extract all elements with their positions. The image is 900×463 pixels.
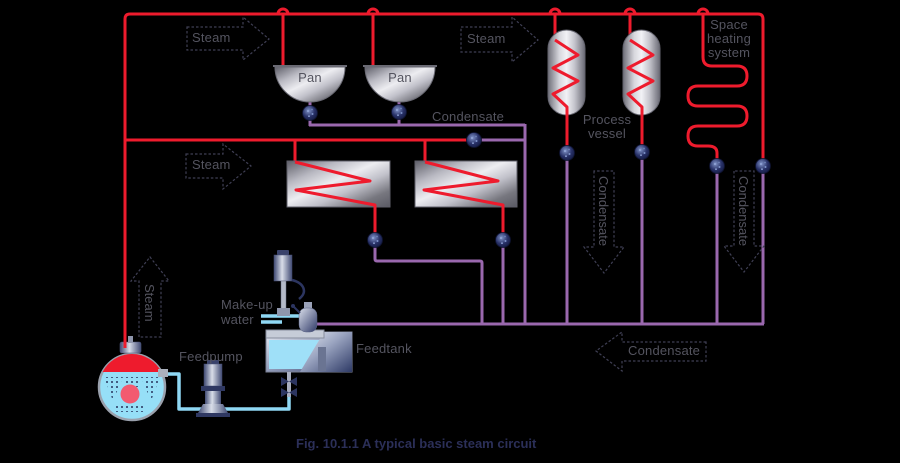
pv1-coil (551, 38, 580, 146)
steam-arrow-top (186, 15, 270, 62)
hx2-coil (422, 160, 505, 233)
label-condensate-pans: Condensate (432, 109, 505, 124)
label-feedtank: Feedtank (356, 341, 412, 356)
steam-trap-pv-2 (634, 144, 650, 160)
boiler-feed-inlet (158, 369, 168, 377)
feedtank (265, 329, 353, 397)
boiler-furnace-tube (120, 384, 140, 404)
tank-outlet-valve-1 (281, 377, 297, 386)
label-pan-2: Pan (388, 70, 412, 85)
label-feedpump: Feedpump (179, 349, 243, 364)
feedpump (196, 360, 230, 417)
steam-trap-pan-1 (302, 105, 318, 121)
crown-valve (119, 341, 142, 354)
label-steam-boiler: Steam (142, 284, 157, 322)
tank-outlet-valve-2 (281, 388, 297, 397)
pan-2 (364, 66, 436, 103)
steam-arrow-boiler (129, 256, 171, 338)
condensate-pipes (308, 100, 765, 326)
pv2-coil (626, 38, 655, 145)
steam-trap-end-of-main (755, 158, 771, 174)
label-condensate-shs: Condensate (736, 176, 751, 247)
label-steam-right: Steam (467, 31, 506, 46)
label-process-vessel: Process vessel (582, 112, 632, 141)
pan-vessels (273, 65, 437, 103)
condensate-arrow-return (594, 330, 707, 373)
steam-trap-hx-2 (495, 232, 511, 248)
steam-trap-space-heating (709, 158, 725, 174)
figure-caption: Fig. 10.1.1 A typical basic steam circui… (296, 436, 537, 451)
boiler-tubes-right (141, 377, 160, 401)
process-vessel-1 (547, 29, 586, 116)
steam-trap-hx-1 (367, 232, 383, 248)
heat-exchangers (286, 160, 518, 233)
steam-main (123, 12, 765, 348)
boiler (97, 336, 168, 422)
steam-trap-pv-1 (559, 145, 575, 161)
vent-pipe (291, 278, 306, 300)
boiler-feed-line (164, 372, 291, 411)
space-heating-coil (686, 14, 749, 159)
label-steam-hx: Steam (192, 157, 231, 172)
steam-arrow-right (460, 15, 539, 64)
steam-trap-pan-2 (391, 104, 407, 120)
label-steam-top: Steam (192, 30, 231, 45)
process-vessels (547, 29, 661, 146)
feedtank-internal-pipe (318, 347, 326, 371)
label-makeup-water: Make-up water (221, 297, 273, 327)
steam-arrow-hx (185, 142, 252, 191)
label-condensate-return: Condensate (628, 343, 701, 358)
process-vessel-2 (622, 29, 661, 116)
condensate-arrow-pv (582, 170, 626, 274)
steam-trap-main-drain (466, 132, 482, 148)
hx1-coil (294, 160, 377, 233)
pan-1 (274, 66, 346, 103)
condensate-return-head (291, 302, 318, 333)
level-control-actuator (273, 250, 306, 316)
steam-pipes (123, 7, 765, 348)
boiler-tubes-left (104, 377, 123, 401)
condensate-arrow-shs (722, 170, 766, 273)
label-pan-1: Pan (298, 70, 322, 85)
label-condensate-pv: Condensate (596, 176, 611, 247)
flow-arrows (129, 15, 766, 373)
boiler-steam-space (102, 353, 162, 372)
label-space-heating: Space heating system (706, 17, 752, 60)
